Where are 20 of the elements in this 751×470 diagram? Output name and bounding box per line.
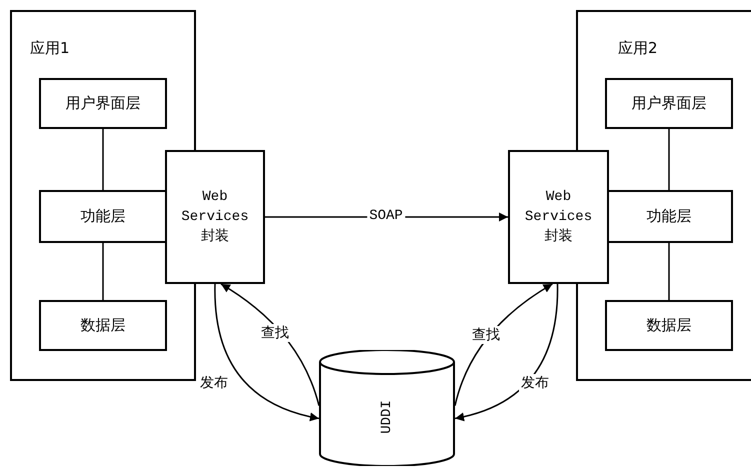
connector-line — [102, 243, 104, 300]
edge-label: 发布 — [519, 374, 551, 392]
application-title: 应用1 — [30, 39, 70, 58]
registry-label: UDDI — [379, 400, 395, 434]
application-title: 应用2 — [618, 39, 658, 58]
arrow — [454, 284, 558, 421]
connector-line — [668, 129, 670, 190]
layer-box: 数据层 — [605, 300, 733, 351]
edge-label: 查找 — [259, 324, 291, 342]
connector-line — [102, 129, 104, 190]
layer-box: 数据层 — [39, 300, 167, 351]
service-wrapper-box: Web Services 封装 — [165, 150, 265, 284]
connector-line — [668, 243, 670, 300]
service-wrapper-box: Web Services 封装 — [508, 150, 609, 284]
layer-box: 功能层 — [39, 190, 167, 243]
layer-box: 用户界面层 — [39, 78, 167, 129]
edge-label: 发布 — [198, 374, 230, 392]
edge-label: 查找 — [470, 326, 502, 344]
layer-box: 用户界面层 — [605, 78, 733, 129]
arrow — [214, 284, 320, 421]
